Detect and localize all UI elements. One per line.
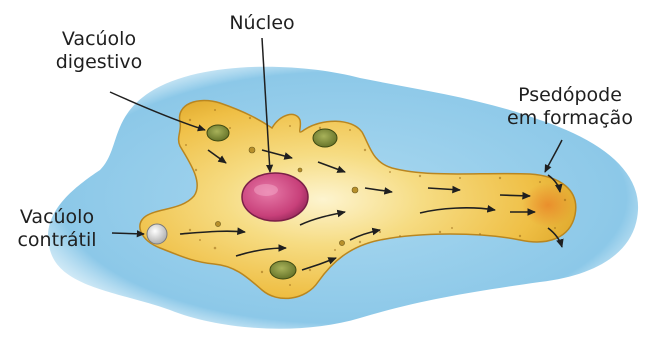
label-pseudopode: Psedópode em formação: [490, 84, 650, 130]
label-pseudopode-line2: em formação: [490, 107, 650, 130]
label-vacuolo-contratil: Vacúolo contrátil: [2, 206, 112, 252]
label-vacuolo-contratil-line1: Vacúolo: [2, 206, 112, 229]
contractile-vacuole: [147, 224, 167, 244]
digestive-vacuole: [313, 129, 337, 147]
nucleus: [242, 173, 308, 221]
pseudopod-tip-glow: [522, 183, 574, 227]
label-pseudopode-line1: Psedópode: [490, 84, 650, 107]
label-vacuolo-digestivo: Vacúolo digestivo: [38, 28, 160, 74]
label-vacuolo-contratil-line2: contrátil: [2, 229, 112, 252]
digestive-vacuole: [270, 261, 296, 279]
leader-vacuolo-contratil: [112, 233, 144, 234]
nucleus-highlight: [254, 184, 278, 196]
label-nucleo: Núcleo: [216, 12, 308, 35]
label-vacuolo-digestivo-line1: Vacúolo: [38, 28, 160, 51]
digestive-vacuole: [207, 125, 229, 141]
label-vacuolo-digestivo-line2: digestivo: [38, 51, 160, 74]
